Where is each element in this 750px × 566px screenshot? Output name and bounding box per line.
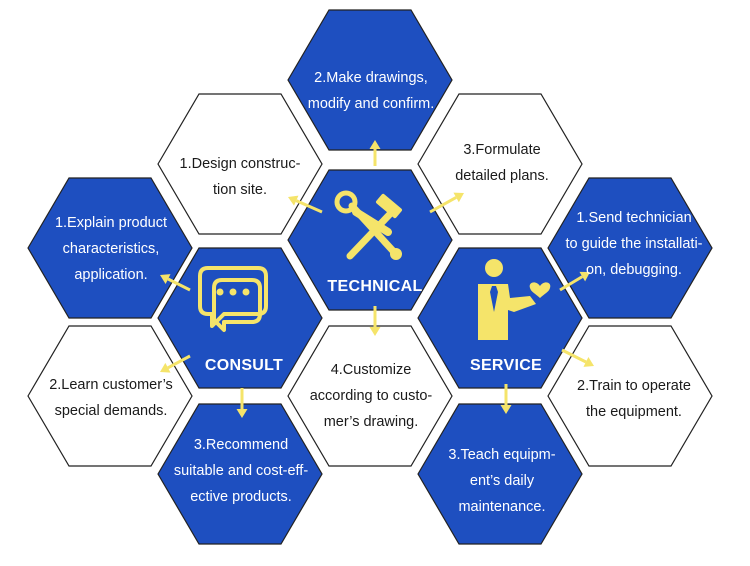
consult-step-3-label: 3.Recommend suitable and cost-eff- ectiv… xyxy=(173,437,309,505)
service-step-2-label: 2.Train to operate the equipment. xyxy=(577,378,691,420)
consult-step-1-label: 1.Explain product characteristics, appli… xyxy=(54,215,168,283)
hex-consult-step-3 xyxy=(157,403,323,545)
consult-hub-title: CONSULT xyxy=(204,357,284,374)
consult-step-2-label: 2.Learn customer’s special demands. xyxy=(49,377,173,419)
arrow-to-technical-step-3 xyxy=(429,192,464,214)
technical-hub-title: TECHNICAL xyxy=(327,278,423,295)
arrow-to-consult-step-1 xyxy=(160,274,191,292)
arrow-to-technical-step-2 xyxy=(369,140,381,166)
person-serving-heart-icon xyxy=(478,259,551,340)
arrow-to-service-step-3 xyxy=(500,384,512,414)
hex-technical-step-1 xyxy=(157,93,323,235)
arrow-to-technical-step-4 xyxy=(369,306,381,336)
service-hub-title: SERVICE xyxy=(469,357,543,374)
chat-bubbles-icon xyxy=(198,266,268,332)
arrow-to-consult-step-2 xyxy=(160,354,191,373)
arrow-group xyxy=(160,140,594,418)
technical-step-1-label: 1.Design construc- tion site. xyxy=(179,156,301,198)
hex-technical-step-4 xyxy=(287,325,453,467)
hex-service-step-3 xyxy=(417,403,583,545)
technical-step-2-label: 2.Make drawings, modify and confirm. xyxy=(307,70,435,112)
arrow-to-technical-step-1 xyxy=(288,195,323,214)
hammer-wrench-icon xyxy=(334,190,402,260)
hex-service-step-1 xyxy=(547,177,713,319)
arrow-to-consult-step-3 xyxy=(236,388,248,418)
service-step-1-label: 1.Send technician to guide the installat… xyxy=(565,210,703,278)
service-step-3-label: 3.Teach equipm- ent’s daily maintenance. xyxy=(448,447,556,515)
technical-step-3-label: 3.Formulate detailed plans. xyxy=(455,142,549,184)
hex-technical-step-2 xyxy=(287,9,453,151)
hex-consult-step-2 xyxy=(27,325,193,467)
hex-consult-step-1 xyxy=(27,177,193,319)
arrow-to-service-step-2 xyxy=(561,348,594,367)
arrow-to-service-step-1 xyxy=(559,271,590,292)
technical-step-4-label: 4.Customize according to custo- mer’s dr… xyxy=(309,362,433,430)
